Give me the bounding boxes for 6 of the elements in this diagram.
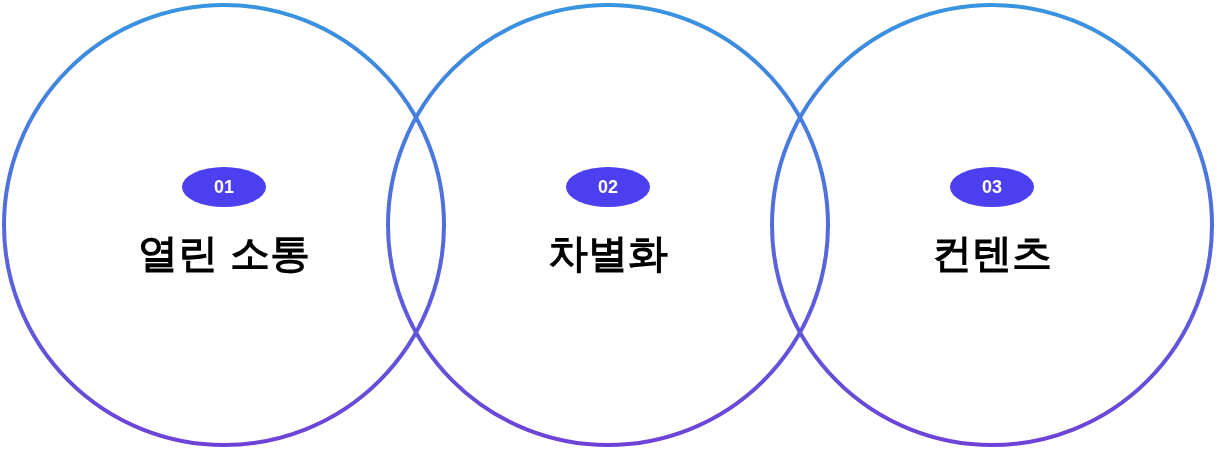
step-number: 03: [950, 167, 1034, 207]
circle-title: 열린 소통: [138, 230, 310, 277]
step-number: 02: [566, 167, 650, 207]
step-number: 01: [182, 167, 266, 207]
circle-title: 차별화: [548, 230, 668, 277]
circle-title: 컨텐츠: [932, 230, 1052, 277]
